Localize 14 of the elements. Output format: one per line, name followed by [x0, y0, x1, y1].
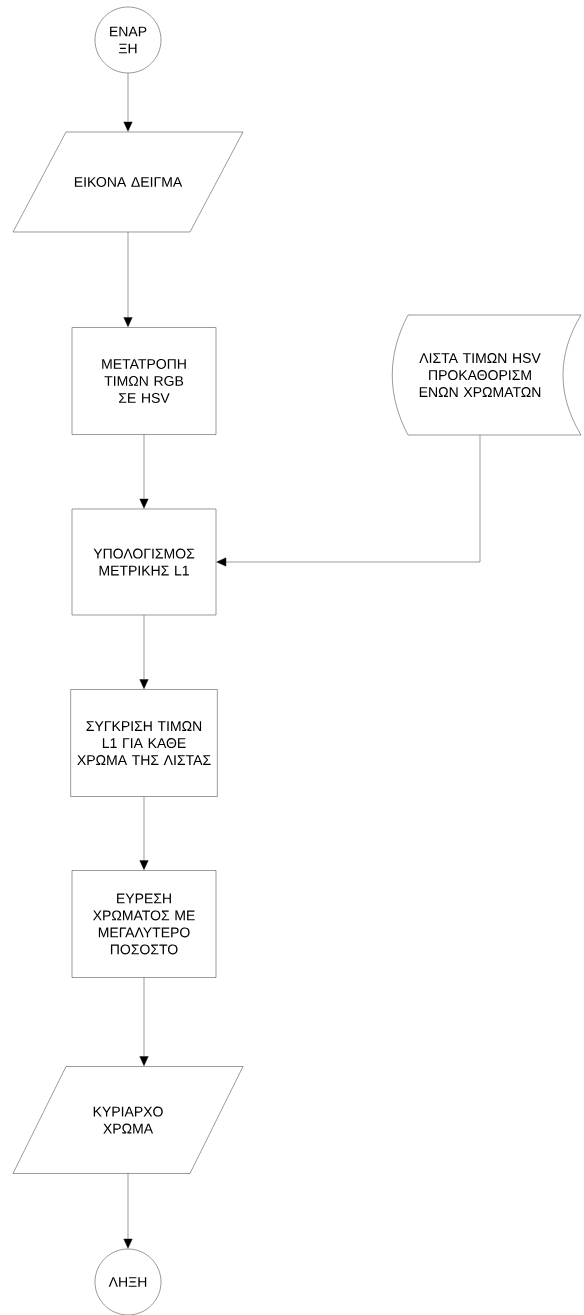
process-box: ΥΠΟΛΟΓΙΣΜΟΣ ΜΕΤΡΙΚΗΣ L1: [71, 508, 217, 616]
arrow: [123, 73, 133, 132]
arrow: [216, 435, 481, 567]
arrow: [123, 232, 133, 327]
arrow: [139, 434, 149, 509]
process-box: ΕΥΡΕΣΗ ΧΡΩΜΑΤΟΣ ΜΕ ΜΕΓΑΛΥΤΕΡΟ ΠΟΣΟΣΤΟ: [71, 870, 217, 978]
arrow: [123, 1173, 133, 1249]
output-parallelogram: ΚΥΡΙΑΡΧΟ ΧΡΩΜΑ: [12, 1066, 244, 1174]
input-parallelogram: ΕΙΚΟΝΑ ΔΕΙΓΜΑ: [12, 131, 244, 233]
arrow: [139, 615, 149, 689]
process-box: ΜΕΤΑΤΡΟΠΗ ΤΙΜΩΝ RGB ΣΕ HSV: [71, 327, 217, 435]
process-box: ΣΥΓΚΡΙΣΗ ΤΙΜΩΝ L1 ΓΙΑ ΚΑΘΕ ΧΡΩΜΑ ΤΗΣ ΛΙΣΤΑΣ: [70, 689, 218, 797]
arrow: [139, 977, 149, 1066]
arrow: [139, 796, 149, 870]
